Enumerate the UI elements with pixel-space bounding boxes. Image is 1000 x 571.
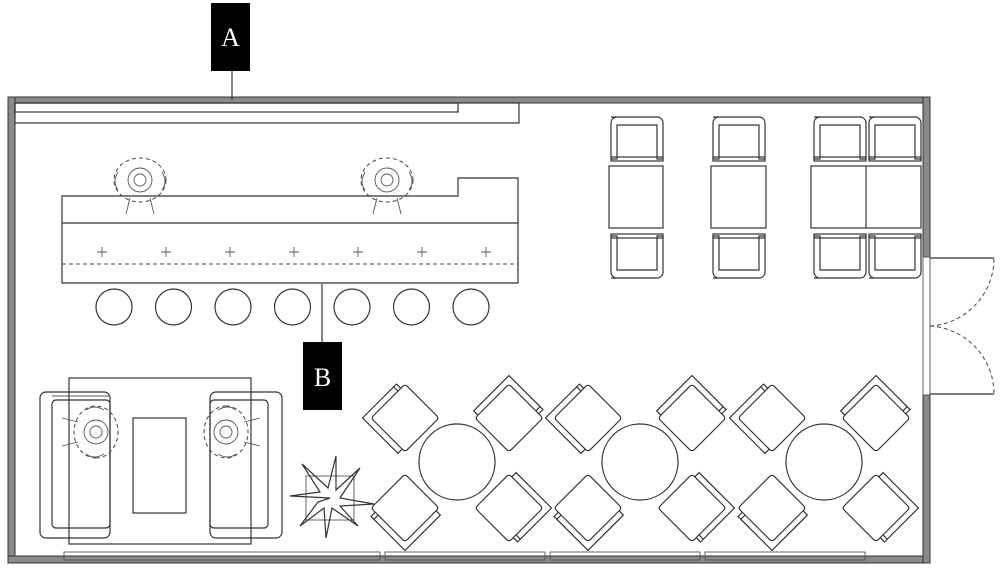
bar-stool [273,288,312,326]
callout-a: A [211,3,250,100]
square-tables [608,116,922,279]
bar-stool [95,288,133,326]
lounge-area [39,377,283,545]
back-counter [14,102,520,124]
bartender-figure [360,157,414,215]
round-table-2 [544,374,736,552]
bar-light [353,247,363,257]
lounge-figure [203,405,261,459]
callout-b-label: B [314,363,331,392]
sofa-right [209,391,283,539]
bartender-figure [113,157,167,215]
coffee-table [132,417,187,514]
bar-light [161,247,171,257]
square-table-double [810,116,922,279]
exterior-walls [7,96,931,564]
bartender-figures [113,157,414,215]
round-table-1 [361,374,553,552]
bar-light [417,247,427,257]
bar-counter [61,177,519,284]
bar-light [225,247,235,257]
round-table-3 [728,374,920,552]
round-tables [361,374,920,552]
sofa-left [39,391,111,539]
windows-bottom [63,551,866,561]
square-table-1 [608,116,664,279]
bar-lights [97,247,491,257]
callout-b: B [303,284,342,410]
potted-plant [289,455,375,539]
bar-stool [452,288,490,326]
bar-light [481,247,491,257]
callout-a-label: A [221,23,240,52]
bar-stool [154,288,193,326]
bar-stools [95,288,490,326]
bar-stool [333,288,371,326]
bar-stool [214,288,252,326]
entrance-door [922,256,995,396]
square-table-2 [710,116,767,279]
bar-light [97,247,107,257]
bar-stool [392,288,431,326]
bar-light [289,247,299,257]
